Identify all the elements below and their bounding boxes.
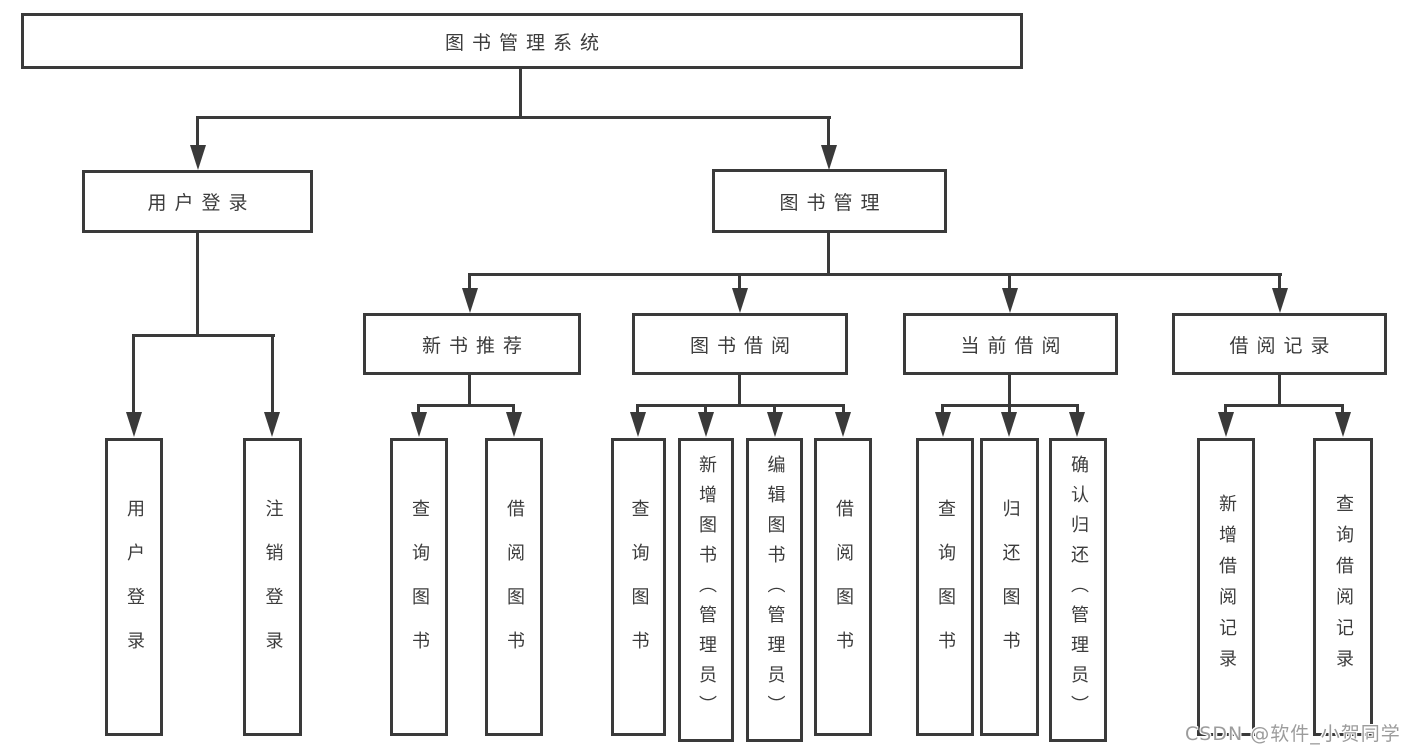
arrow-book-mgmt xyxy=(821,145,837,170)
node-borrow-records: 借阅记录 xyxy=(1172,313,1387,375)
arrow-bb-query xyxy=(630,412,646,437)
node-new-books: 新书推荐 xyxy=(363,313,581,375)
leaf-bb-query-books: 查询图书 xyxy=(611,438,666,736)
connector-drop-user-login xyxy=(196,116,199,147)
arrow-current-borrow xyxy=(1002,288,1018,313)
csdn-watermark: CSDN @软件_小贺同学 xyxy=(1185,723,1401,745)
connector-drop-cb-return xyxy=(1008,404,1011,414)
connector-drop-br-query xyxy=(1341,404,1344,414)
connector-drop-book-borrow xyxy=(738,273,741,290)
leaf-bb-borrow-books: 借阅图书 xyxy=(814,438,872,736)
connector-new-books-stem xyxy=(468,375,471,407)
connector-user-login-stem xyxy=(196,233,199,337)
arrow-br-query xyxy=(1335,412,1351,437)
connector-book-borrow-hbar xyxy=(636,404,845,407)
arrow-user-login xyxy=(190,145,206,170)
arrow-cb-return xyxy=(1001,412,1017,437)
connector-drop-logout-leaf xyxy=(271,334,274,414)
leaf-br-query-record: 查询借阅记录 xyxy=(1313,438,1373,736)
arrow-nb-borrow xyxy=(506,412,522,437)
arrow-logout-leaf xyxy=(264,412,280,437)
leaf-nb-borrow-books: 借阅图书 xyxy=(485,438,543,736)
leaf-br-add-record: 新增借阅记录 xyxy=(1197,438,1255,736)
leaf-bb-add-books-admin: 新增图书（管理员） xyxy=(678,438,734,742)
leaf-bb-query-books-label: 查询图书 xyxy=(628,499,650,675)
arrow-nb-query xyxy=(411,412,427,437)
connector-drop-cb-confirm xyxy=(1076,404,1079,414)
node-book-mgmt-branch-label: 图书管理 xyxy=(779,191,888,214)
node-borrow-records-label: 借阅记录 xyxy=(1229,334,1338,357)
connector-book-mgmt-hbar xyxy=(469,273,1282,276)
connector-book-mgmt-stem xyxy=(827,233,830,276)
connector-drop-nb-query xyxy=(417,404,420,414)
connector-drop-bb-query xyxy=(636,404,639,414)
leaf-cb-query-books: 查询图书 xyxy=(916,438,974,736)
connector-root-stem xyxy=(519,69,522,119)
connector-new-books-hbar xyxy=(417,404,515,407)
leaf-bb-borrow-books-label: 借阅图书 xyxy=(833,499,854,675)
node-book-borrow: 图书借阅 xyxy=(632,313,848,375)
connector-drop-borrow-records xyxy=(1278,273,1281,290)
connector-current-borrow-stem xyxy=(1008,375,1011,407)
connector-borrow-records-hbar xyxy=(1224,404,1344,407)
node-current-borrow: 当前借阅 xyxy=(903,313,1118,375)
leaf-nb-borrow-books-label: 借阅图书 xyxy=(504,499,525,675)
leaf-logout: 注销登录 xyxy=(243,438,302,736)
connector-book-borrow-stem xyxy=(738,375,741,407)
arrow-login-leaf xyxy=(126,412,142,437)
leaf-logout-label: 注销登录 xyxy=(262,499,284,675)
arrow-cb-query xyxy=(935,412,951,437)
arrow-bb-edit xyxy=(767,412,783,437)
leaf-user-login: 用户登录 xyxy=(105,438,163,736)
connector-borrow-records-stem xyxy=(1278,375,1281,407)
leaf-cb-return-books-label: 归还图书 xyxy=(999,499,1021,675)
leaf-cb-return-books: 归还图书 xyxy=(980,438,1039,736)
node-book-borrow-label: 图书借阅 xyxy=(689,334,798,357)
node-root-label: 图书管理系统 xyxy=(444,31,607,54)
node-user-login-branch-label: 用户登录 xyxy=(147,192,256,214)
connector-drop-bb-edit xyxy=(773,404,776,414)
leaf-bb-edit-books-admin-label: 编辑图书（管理员） xyxy=(764,455,786,725)
connector-drop-br-add xyxy=(1224,404,1227,414)
node-new-books-label: 新书推荐 xyxy=(421,334,530,357)
connector-drop-login-leaf xyxy=(132,334,135,414)
leaf-cb-query-books-label: 查询图书 xyxy=(935,499,956,675)
connector-drop-new-books xyxy=(468,273,471,290)
node-root: 图书管理系统 xyxy=(21,13,1023,69)
connector-user-login-hbar xyxy=(132,334,275,337)
connector-drop-cb-query xyxy=(941,404,944,414)
connector-drop-current-borrow xyxy=(1008,273,1011,290)
connector-drop-nb-borrow xyxy=(512,404,515,414)
leaf-cb-confirm-return-admin: 确认归还（管理员） xyxy=(1049,438,1107,742)
connector-drop-book-mgmt xyxy=(827,116,830,147)
node-current-borrow-label: 当前借阅 xyxy=(960,334,1069,357)
arrow-br-add xyxy=(1218,412,1234,437)
node-book-mgmt-branch: 图书管理 xyxy=(712,169,947,233)
leaf-nb-query-books: 查询图书 xyxy=(390,438,448,736)
connector-drop-bb-borrow xyxy=(842,404,845,414)
arrow-new-books xyxy=(462,288,478,313)
leaf-user-login-label: 用户登录 xyxy=(124,499,145,675)
arrow-bb-add xyxy=(698,412,714,437)
leaf-bb-edit-books-admin: 编辑图书（管理员） xyxy=(746,438,803,742)
connector-drop-bb-add xyxy=(704,404,707,414)
leaf-br-add-record-label: 新增借阅记录 xyxy=(1216,494,1237,680)
arrow-cb-confirm xyxy=(1069,412,1085,437)
leaf-br-query-record-label: 查询借阅记录 xyxy=(1333,494,1354,680)
arrow-bb-borrow xyxy=(835,412,851,437)
leaf-bb-add-books-admin-label: 新增图书（管理员） xyxy=(696,455,717,725)
arrow-book-borrow xyxy=(732,288,748,313)
connector-root-hbar xyxy=(197,116,831,119)
arrow-borrow-records xyxy=(1272,288,1288,313)
node-user-login-branch: 用户登录 xyxy=(82,170,313,233)
leaf-cb-confirm-return-admin-label: 确认归还（管理员） xyxy=(1068,455,1089,725)
leaf-nb-query-books-label: 查询图书 xyxy=(409,499,430,675)
